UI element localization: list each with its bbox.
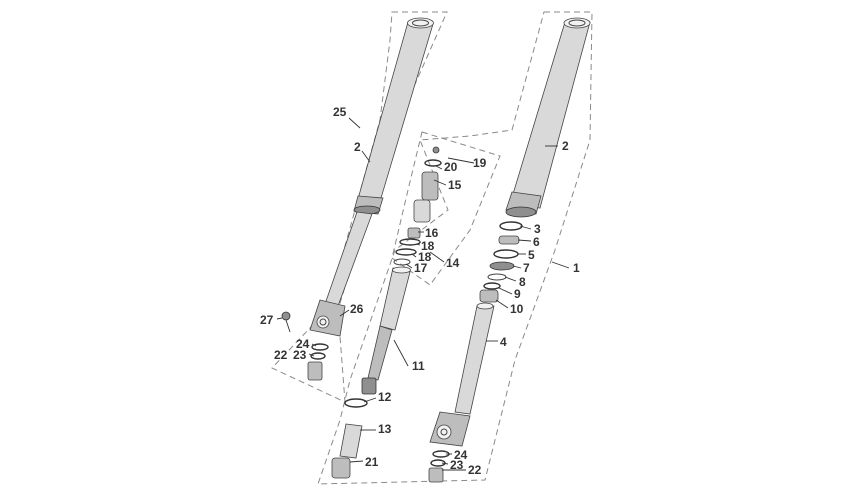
callout-12: 12 (378, 390, 392, 404)
callout-1: 1 (573, 261, 580, 275)
callout-4: 4 (500, 335, 507, 349)
callout-15: 15 (448, 178, 462, 192)
assembly-outline-cartridge (391, 131, 501, 286)
callout-22-right: 22 (468, 463, 482, 477)
callout-5: 5 (528, 248, 535, 262)
callout-20: 20 (444, 160, 458, 174)
callout-14: 14 (446, 256, 460, 270)
assembly-outline-right-leg (317, 11, 593, 485)
leader-lines (276, 117, 570, 471)
callout-21: 21 (365, 455, 379, 469)
left-bolt-27 (281, 311, 291, 333)
callout-18-a: 18 (421, 239, 435, 253)
callout-labels: 25 2 2 3 6 5 7 8 9 10 1 4 19 20 15 16 18… (260, 105, 580, 477)
left-axle-bracket (309, 299, 346, 337)
rod-lower-parts (331, 398, 368, 479)
left-small-parts (307, 343, 329, 381)
callout-13: 13 (378, 422, 392, 436)
callout-6: 6 (533, 235, 540, 249)
callout-10: 10 (510, 302, 524, 316)
callout-26: 26 (350, 302, 364, 316)
callout-11: 11 (412, 359, 425, 373)
damper-rod (361, 266, 411, 395)
callout-18-b: 18 (418, 250, 432, 264)
callout-7: 7 (523, 261, 530, 275)
callout-27: 27 (260, 313, 274, 327)
callout-3: 3 (534, 222, 541, 236)
right-outer-tube (505, 17, 591, 218)
right-inner-tube (454, 302, 495, 415)
callout-17: 17 (414, 261, 428, 275)
callout-16: 16 (425, 226, 439, 240)
callout-23-left: 23 (293, 348, 307, 362)
right-small-parts (428, 450, 450, 483)
callout-2-left: 2 (354, 140, 361, 154)
callout-24-right: 24 (454, 448, 468, 462)
right-axle-bracket (429, 411, 471, 447)
callout-22-left: 22 (274, 348, 288, 362)
callout-19: 19 (473, 156, 487, 170)
callout-23-right: 23 (450, 458, 464, 472)
left-outer-tube (353, 17, 434, 215)
callout-25: 25 (333, 105, 347, 119)
callout-9: 9 (514, 287, 521, 301)
right-seals-stack (479, 221, 523, 303)
cartridge-parts (393, 146, 442, 266)
callout-8: 8 (519, 275, 526, 289)
left-inner-tube (324, 211, 373, 307)
callout-24-left: 24 (296, 337, 310, 351)
callout-2-right: 2 (562, 139, 569, 153)
